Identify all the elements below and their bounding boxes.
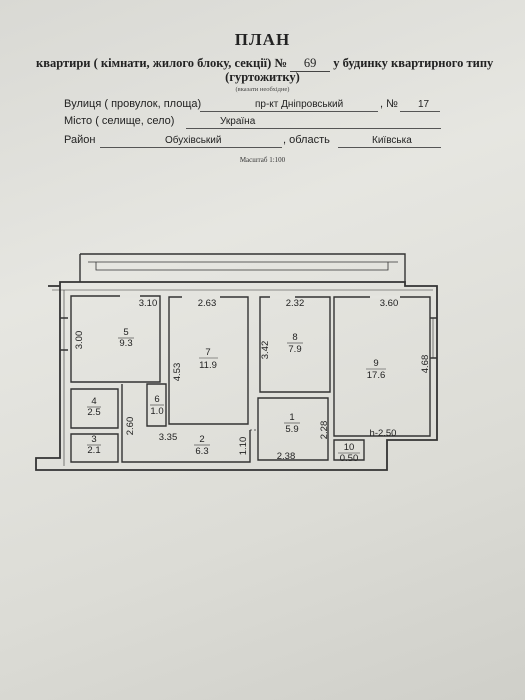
room-2-area: 6.3	[195, 446, 208, 457]
room-5-area: 9.3	[119, 338, 132, 349]
room-7-area: 11.9	[199, 360, 217, 371]
room-4-area: 2.5	[87, 407, 100, 418]
dim-2-28: 2.28	[319, 421, 330, 440]
room-7-number: 7	[205, 347, 210, 358]
dim-3-10: 3.10	[139, 298, 158, 309]
document-title: ПЛАН	[234, 30, 291, 49]
room-6-area: 1.0	[150, 406, 163, 417]
scale-text: Масштаб 1:100	[239, 156, 286, 164]
dim-3-60: 3.60	[380, 298, 399, 309]
district-label: Район	[64, 134, 96, 146]
plan-walls	[35, 253, 438, 471]
apartment-line-prefix: квартири ( кімнати, жилого блоку, секції…	[36, 56, 288, 70]
room-2-number: 2	[199, 434, 204, 445]
city-label: Місто ( селище, село)	[64, 115, 175, 127]
dim-3-00: 3.00	[74, 331, 85, 350]
number-underline	[400, 111, 440, 112]
city-underline	[186, 128, 441, 129]
district-underline	[100, 147, 282, 148]
dim-4-68: 4.68	[420, 355, 431, 374]
oblast-underline	[338, 147, 441, 148]
oblast-value: Київська	[372, 135, 412, 146]
ceiling-height: h-2.50	[370, 428, 397, 439]
room-9-area: 17.6	[367, 370, 386, 381]
room-1-number: 1	[289, 412, 294, 423]
street-underline	[200, 111, 378, 112]
room-10-number: 10	[344, 442, 355, 453]
street-value: пр-кт Дніпровський	[255, 99, 344, 110]
room-5-number: 5	[123, 327, 128, 338]
dim-2-32: 2.32	[286, 298, 305, 309]
room-3-area: 2.1	[87, 445, 100, 456]
number-label: , №	[380, 98, 398, 110]
room-9-number: 9	[373, 358, 378, 369]
number-value: 17	[418, 99, 430, 110]
note-text: (вказати необхідне)	[235, 86, 290, 93]
district-value: Обухівський	[165, 135, 222, 146]
street-label: Вулиця ( провулок, площа)	[64, 98, 202, 110]
dim-3-42: 3.42	[260, 341, 271, 360]
dim-2-60: 2.60	[125, 417, 136, 436]
dimension-labels: 3.10 2.63 2.32 3.60 3.00 4.53 3.42 4.68 …	[74, 298, 431, 462]
room-8-area: 7.9	[288, 344, 301, 355]
dormitory-line: (гуртожитку)	[225, 70, 300, 84]
room-10-area: 0.50	[340, 453, 359, 464]
apartment-line-suffix: у будинку квартирного типу	[333, 56, 494, 70]
apartment-line: квартири ( кімнати, жилого блоку, секції…	[36, 56, 493, 72]
room-labels: 5 9.3 7 11.9 8 7.9 9 17.6 4 2.5 6 1.0 3 …	[87, 327, 386, 464]
dim-3-35: 3.35	[159, 432, 178, 443]
room-8-number: 8	[292, 332, 297, 343]
dim-4-53: 4.53	[172, 363, 183, 382]
room-6-number: 6	[154, 394, 159, 405]
room-1-area: 5.9	[285, 424, 298, 435]
dim-1-10: 1.10	[238, 437, 249, 456]
dim-2-63: 2.63	[198, 298, 217, 309]
apartment-number: 69	[290, 56, 331, 72]
room-4-number: 4	[91, 396, 96, 407]
city-row: Місто ( селище, село)	[64, 115, 174, 127]
dim-2-38: 2.38	[277, 451, 296, 462]
street-row: Вулиця ( провулок, площа)	[64, 98, 201, 110]
district-row: Район	[64, 134, 95, 146]
oblast-label: , область	[283, 134, 330, 146]
room-3-number: 3	[91, 434, 96, 445]
city-value: Україна	[220, 116, 256, 127]
